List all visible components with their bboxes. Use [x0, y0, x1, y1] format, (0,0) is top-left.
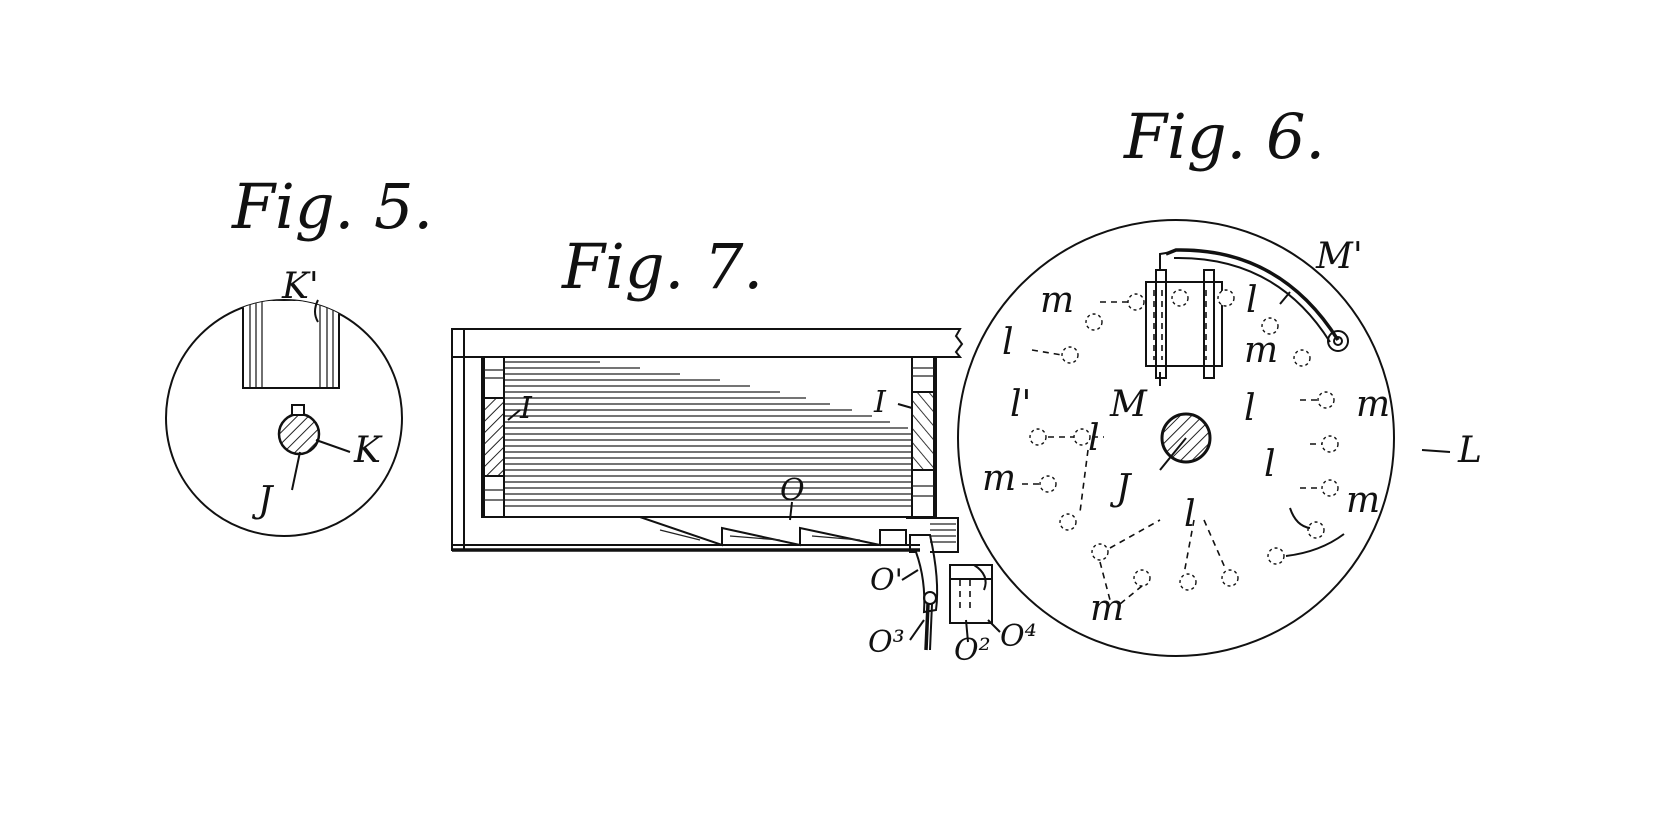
fig7-spring-box — [949, 564, 993, 624]
fig7-end-left-section — [483, 397, 505, 477]
fig7-ratchet-teeth — [484, 516, 907, 547]
fig7-leader-o — [789, 501, 793, 521]
fig6-label-l-2: l — [1246, 280, 1258, 321]
fig7-label-o4: O⁴ — [1000, 619, 1037, 654]
fig7-label-o-prime: O' — [870, 563, 903, 598]
fig7-label-o2: O² — [954, 633, 991, 668]
fig5-leader-j — [291, 451, 301, 491]
fig6-leader-m-prime — [1279, 291, 1291, 305]
fig6-label-j: J — [1109, 468, 1133, 509]
fig6-label-l-5: l — [1264, 444, 1276, 485]
fig6-label-m-prime: M' — [1315, 236, 1363, 277]
fig7-end-right-section — [911, 391, 935, 471]
fig6-wiring — [1022, 301, 1345, 605]
fig6-label-m-3: m — [1356, 384, 1390, 425]
fig5-shaft — [277, 412, 321, 456]
fig6-label-l-6: l — [1184, 494, 1196, 535]
fig5: Fig. 5. K' K J — [165, 170, 433, 537]
fig6-contact-holes — [1029, 289, 1339, 591]
fig7-label-i-right: I — [873, 385, 887, 420]
fig7-left-wall — [451, 328, 465, 551]
fig5-key — [291, 404, 305, 416]
fig6-label-m-2: m — [1244, 330, 1278, 371]
fig6-disc — [957, 219, 1395, 657]
fig6-label-l-3: l — [1244, 388, 1256, 429]
fig7-label-o: O — [780, 473, 805, 508]
fig7-drum-shading — [504, 361, 912, 507]
fig5-title: Fig. 5. — [231, 170, 433, 243]
fig5-label-j: J — [251, 480, 275, 521]
fig7-top-plate — [451, 328, 964, 358]
fig7-title: Fig. 7. — [561, 230, 763, 303]
fig6-label-m-1: m — [1040, 280, 1074, 321]
fig6-arm — [1165, 248, 1340, 341]
fig6-leader-j — [1159, 437, 1187, 471]
fig5-slot-k-prime — [242, 300, 340, 389]
fig6: Fig. 6. — [957, 100, 1482, 657]
fig6-arm-terminal — [1327, 330, 1349, 352]
fig6-label-l-big: L — [1457, 430, 1482, 471]
fig6-leader-l-big — [1421, 449, 1451, 453]
fig7-label-i-left: I — [519, 391, 533, 426]
fig6-label-m-5: m — [1346, 480, 1380, 521]
fig6-label-m-4: m — [982, 458, 1016, 499]
fig7-leader-i-right — [897, 403, 913, 409]
fig7-pivot — [923, 591, 937, 605]
fig7-drum — [481, 356, 937, 518]
fig7-label-o3: O³ — [868, 625, 905, 660]
fig5-leader-k — [315, 439, 351, 453]
fig6-label-l-4: l — [1088, 418, 1100, 459]
fig7-leader-i-left — [507, 409, 521, 421]
fig6-label-l-1: l — [1002, 322, 1014, 363]
fig7-pawl-shading — [930, 523, 956, 543]
fig7-leader-o-prime — [901, 569, 919, 581]
fig6-title: Fig. 6. — [1123, 100, 1325, 173]
fig5-label-k: K — [353, 430, 383, 471]
fig7-pawl-housing — [906, 517, 959, 553]
fig5-label-k-prime: K' — [281, 266, 319, 307]
fig6-label-m-6: m — [1090, 588, 1124, 629]
fig7-leader-o2 — [965, 619, 969, 643]
fig7-leader-o3 — [909, 619, 925, 641]
fig6-magnet — [1145, 251, 1223, 379]
fig7-leader-o4 — [987, 619, 1001, 633]
fig6-label-l-prime: l' — [1010, 384, 1031, 425]
fig6-label-m: M — [1109, 384, 1148, 425]
fig5-leader-k-prime — [314, 299, 319, 323]
fig7: Fig. 7. — [451, 230, 1037, 668]
fig7-pull-rod — [924, 603, 930, 651]
fig7-pawl-lever — [909, 534, 939, 614]
fig7-ratchet-shading — [659, 529, 861, 541]
